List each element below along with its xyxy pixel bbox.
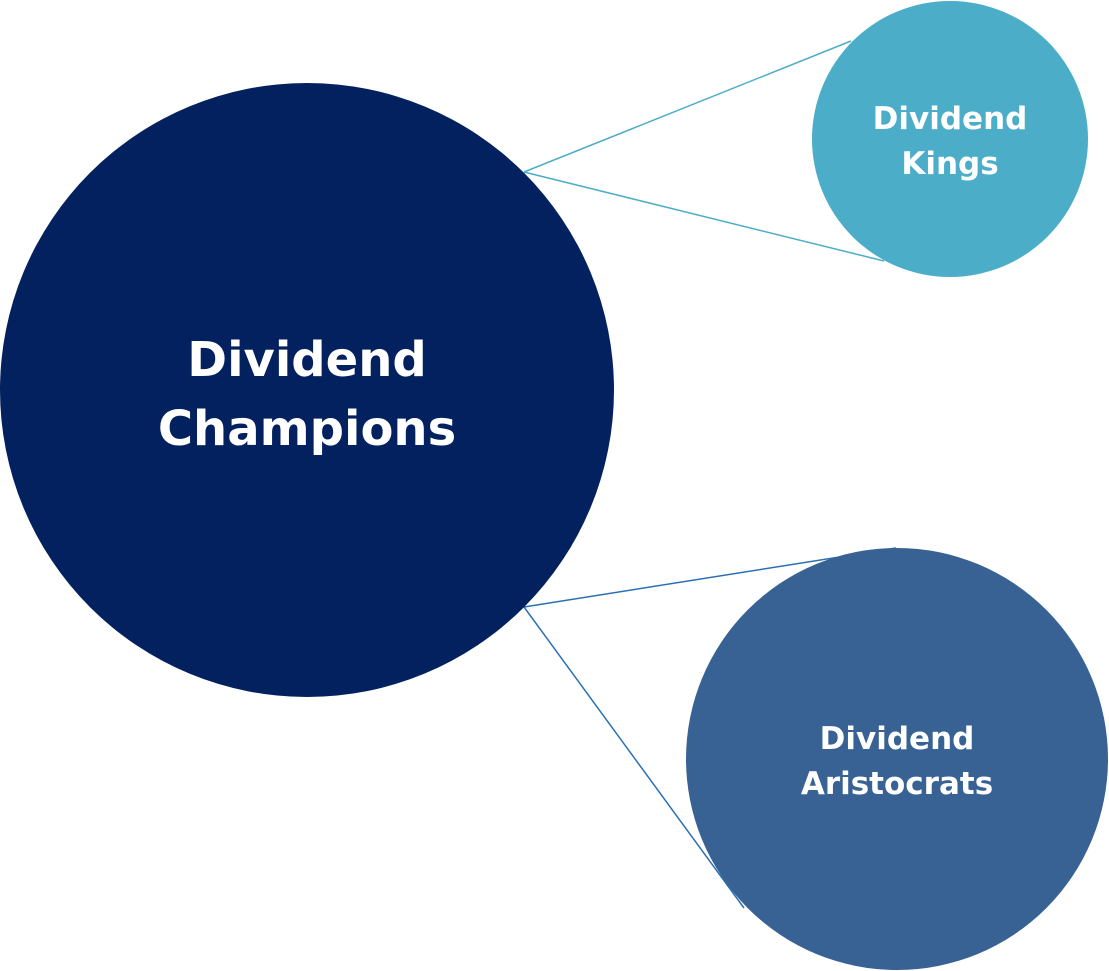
champions-label-line1: Dividend [187,332,426,388]
connector-kings-upper [523,40,852,173]
aristocrats-label-line1: Dividend [820,721,975,757]
kings-label-line1: Dividend [873,101,1028,137]
champions-label-line2: Champions [158,401,456,457]
champions-circle [0,83,614,697]
node-dividend-champions: Dividend Champions [0,83,614,697]
aristocrats-label-line2: Aristocrats [801,766,993,802]
kings-label-line2: Kings [901,146,998,182]
node-dividend-aristocrats: Dividend Aristocrats [686,548,1108,970]
connector-to-kings [523,40,885,262]
connector-kings-lower [523,171,885,262]
aristocrats-circle [686,548,1108,970]
node-dividend-kings: Dividend Kings [812,1,1088,277]
connector-aristocrats-lower [523,606,745,909]
kings-circle [812,1,1088,277]
